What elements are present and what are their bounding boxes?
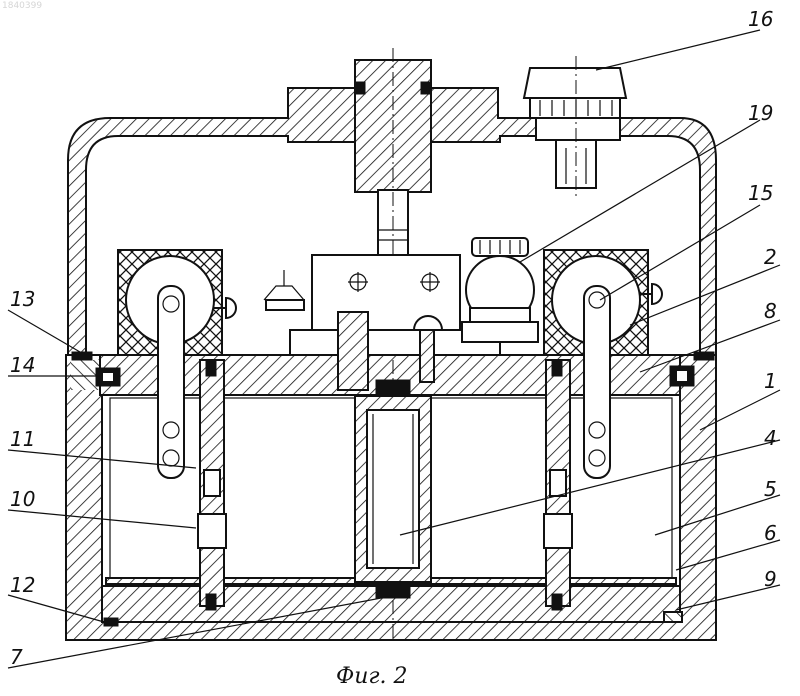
- label-5: 5: [764, 477, 777, 501]
- label-10: 10: [10, 487, 35, 511]
- label-7: 7: [10, 645, 23, 669]
- central-cylinder: [355, 380, 431, 598]
- label-15: 15: [748, 181, 773, 205]
- label-13: 13: [10, 287, 35, 311]
- label-4: 4: [764, 426, 777, 450]
- label-12: 12: [10, 573, 35, 597]
- label-14: 14: [10, 353, 35, 377]
- filler-cap: [524, 56, 626, 198]
- label-6: 6: [764, 521, 777, 545]
- wing-nut: [264, 270, 304, 310]
- knob: [462, 238, 538, 342]
- figure-caption: Фиг. 2: [336, 664, 408, 689]
- label-8: 8: [764, 299, 777, 323]
- watermark-text: 1840399: [2, 1, 42, 11]
- label-2: 2: [764, 245, 777, 269]
- label-9: 9: [764, 567, 777, 591]
- label-16: 16: [748, 7, 773, 31]
- label-11: 11: [10, 427, 35, 451]
- label-19: 19: [748, 101, 773, 125]
- label-1: 1: [764, 369, 777, 393]
